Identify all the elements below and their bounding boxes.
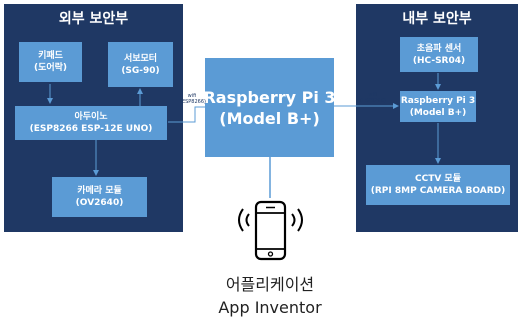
arduino-to-center-line: [168, 106, 205, 123]
camera-label: 카메라 모듈: [77, 186, 122, 196]
camera-model: (OV2640): [75, 198, 124, 208]
central-rpi-model: (Model B+): [219, 108, 320, 128]
left-link-type: wifi: [187, 93, 197, 99]
external-panel-title: 외부 보안부: [58, 11, 129, 27]
central-raspberry-pi-box: Raspberry Pi 3 (Model B+): [203, 58, 336, 157]
arduino-model: (ESP8266 ESP-12E UNO): [29, 124, 153, 134]
cctv-model: (RPI 8MP CAMERA BOARD): [370, 186, 506, 196]
internal-rpi-label: Raspberry Pi 3: [400, 95, 476, 106]
central-rpi-label: Raspberry Pi 3: [203, 87, 336, 107]
servo-label: 서보모터: [123, 53, 158, 64]
app-caption-korean: 어플리케이션: [225, 275, 315, 294]
keypad-label: 키패드: [38, 51, 63, 61]
cctv-label: CCTV 모듈: [414, 174, 461, 184]
ultrasonic-label: 초음파 센서: [416, 43, 462, 54]
keypad-model: (도어락): [33, 63, 68, 73]
cctv-box: CCTV 모듈 (RPI 8MP CAMERA BOARD): [366, 165, 510, 205]
left-link-module: (ESP8266): [180, 99, 206, 105]
servo-box: 서보모터 (SG-90): [108, 42, 173, 87]
ultrasonic-model: (HC-SR04): [412, 55, 466, 66]
right-link-module: (ESP8266): [360, 98, 386, 104]
keypad-box: 키패드 (도어락): [19, 42, 82, 82]
internal-panel-title: 내부 보안부: [402, 11, 472, 27]
arduino-box: 아두이노 (ESP8266 ESP-12E UNO): [15, 106, 167, 140]
internal-rpi-box: Raspberry Pi 3 (Model B+): [400, 91, 476, 122]
right-link-type: wifi: [368, 92, 378, 98]
app-caption-inventor: App Inventor: [218, 298, 322, 317]
right-link-label: wifi (ESP8266): [358, 92, 388, 104]
camera-box: 카메라 모듈 (OV2640): [52, 177, 147, 217]
internal-rpi-model: (Model B+): [409, 107, 467, 118]
arduino-label: 아두이노: [74, 112, 108, 122]
left-link-label: wifi (ESP8266): [180, 93, 206, 105]
ultrasonic-box: 초음파 센서 (HC-SR04): [400, 37, 478, 72]
servo-model: (SG-90): [121, 65, 160, 76]
